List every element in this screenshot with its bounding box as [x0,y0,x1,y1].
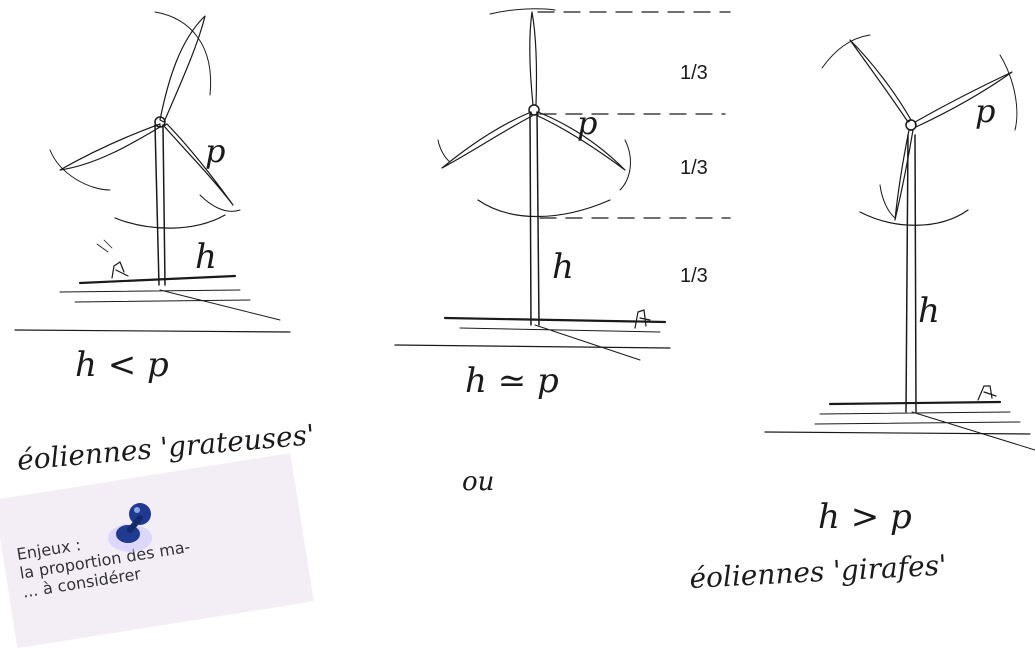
turbine-right [764,34,1035,451]
caption-ou: ou [462,467,494,497]
caption-girafes: éoliennes 'girafes' [689,549,948,595]
label-p-left: p [205,132,225,170]
relation-left: h < p [75,345,169,385]
ratio-bottom: 1/3 [680,265,708,287]
relation-right: h > p [818,497,912,537]
label-h-right: h [918,291,940,331]
relation-middle: h ≃ p [465,361,559,401]
turbine-left [14,11,291,333]
label-p-middle: p [577,104,597,142]
turbine-middle [394,8,731,361]
ratio-middle: 1/3 [680,157,708,179]
label-h-left: h [195,237,217,277]
ratio-top: 1/3 [680,62,708,84]
label-p-right: p [975,92,995,130]
label-h-middle: h [552,247,574,287]
push-pin-icon [108,503,152,552]
